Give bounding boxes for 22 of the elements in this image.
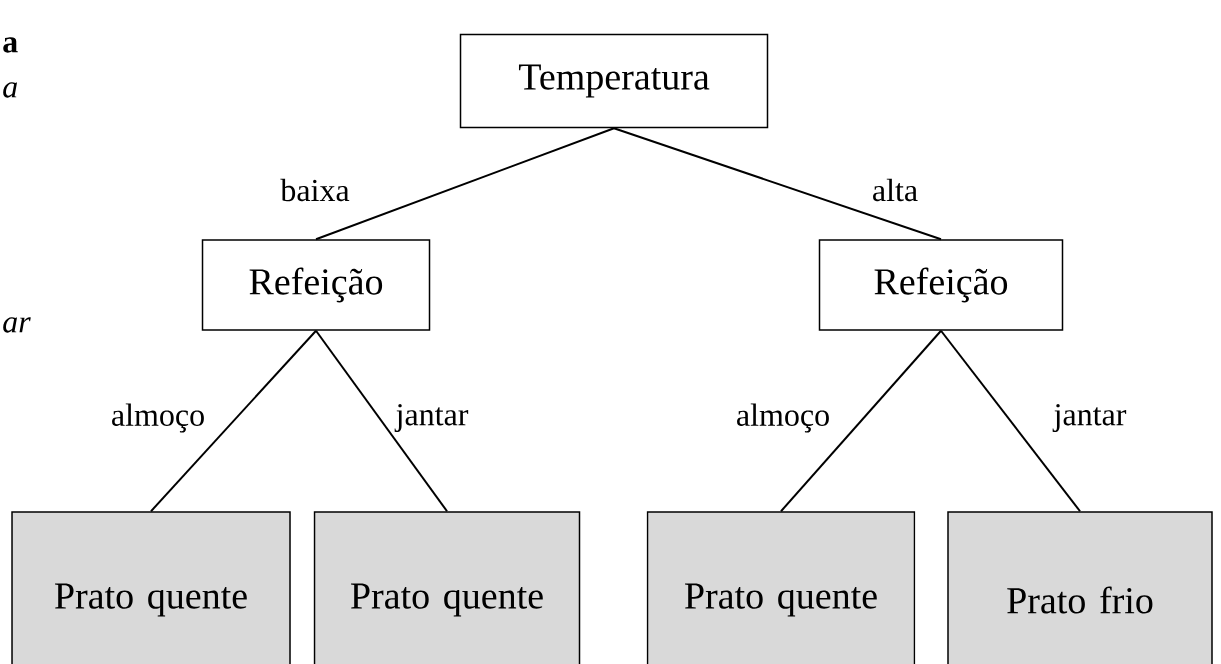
connector-line [315, 329, 448, 513]
leaf-box: Prato quente [11, 511, 291, 664]
decision-box: Refeição [201, 239, 431, 331]
leaf-box: Prato quente [646, 511, 916, 664]
decision-box: Refeição [818, 239, 1064, 331]
leaf-box: Prato quente [313, 511, 581, 664]
connector-line [315, 127, 615, 241]
edge-label: almoço [734, 402, 832, 434]
edge-label: jantar [1052, 403, 1128, 433]
edge-label: alta [870, 177, 920, 203]
connector-line [780, 329, 942, 513]
connector-line [613, 127, 942, 241]
text-fragment: a [3, 82, 17, 98]
edge-label: baixa [279, 177, 351, 203]
connector-line [940, 329, 1081, 513]
text-fragment: a [3, 37, 18, 53]
edge-label: almoço [109, 402, 207, 434]
decision-box: Temperatura [459, 33, 769, 129]
edge-label: jantar [394, 403, 470, 433]
leaf-box: Prato frio [947, 511, 1213, 664]
text-fragment: ar [3, 317, 31, 333]
connector-line [150, 329, 317, 513]
